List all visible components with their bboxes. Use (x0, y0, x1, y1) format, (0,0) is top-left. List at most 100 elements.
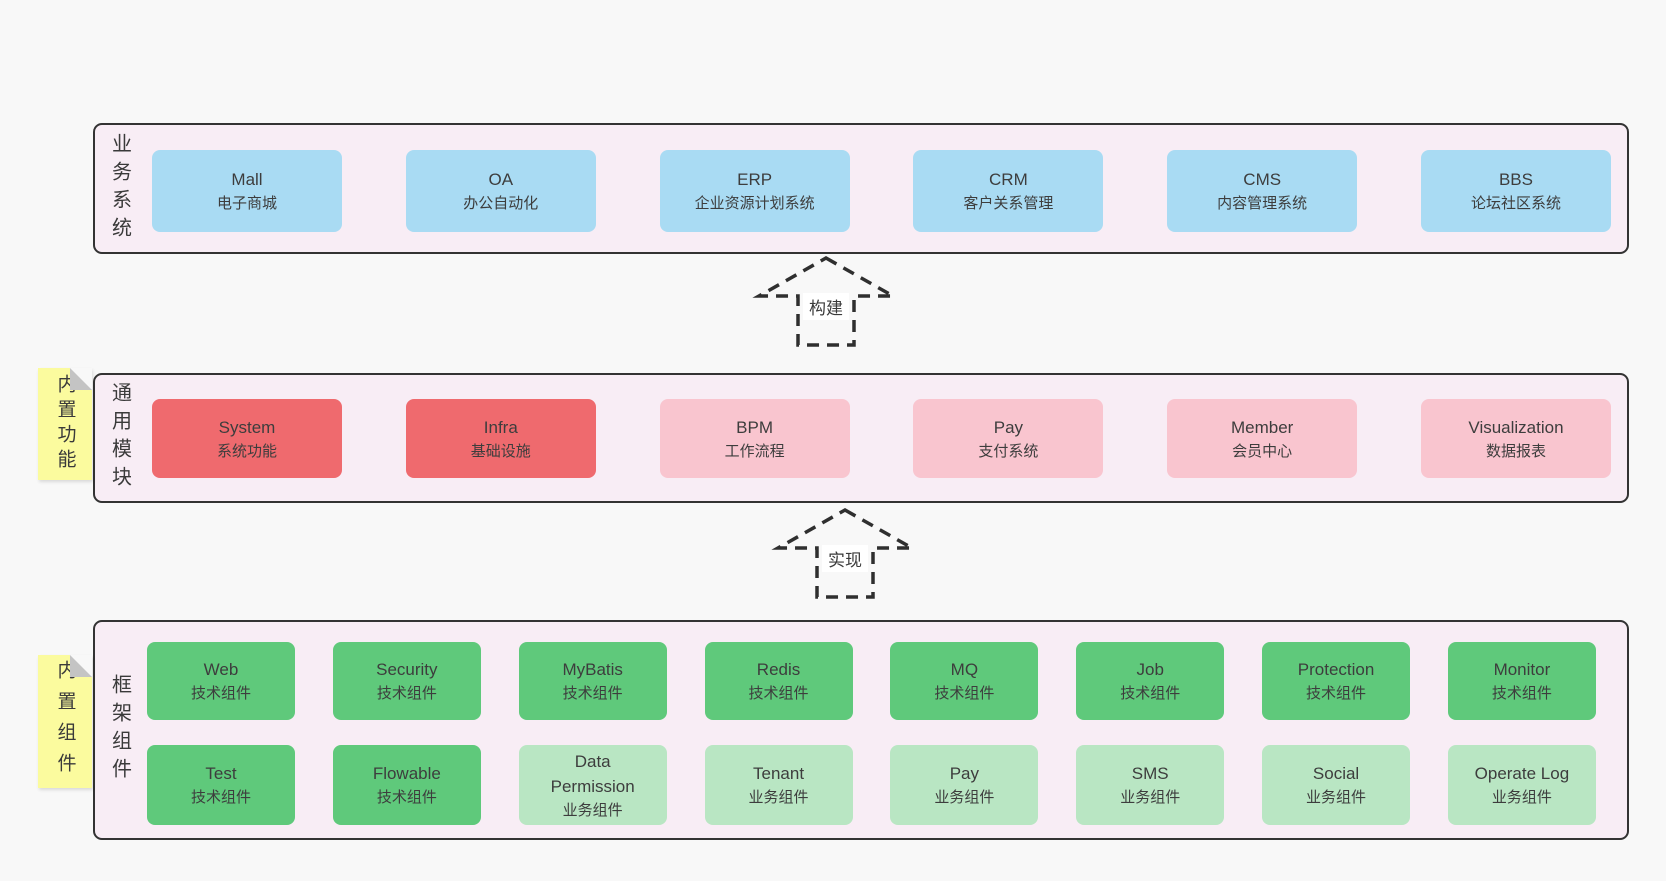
arrow-outline (771, 508, 919, 599)
module-desc: 业务组件 (748, 789, 809, 806)
module-desc: 技术组件 (748, 685, 809, 702)
module-box-data-permission: Data Permission 业务组件 (518, 745, 667, 825)
module-box-protection: Protection 技术组件 (1262, 642, 1411, 720)
module-box-system: System 系统功能 (152, 399, 342, 478)
module-desc: 技术组件 (1120, 685, 1181, 702)
business-systems-row: Mall 电子商城 OA 办公自动化 ERP 企业资源计划系统 CRM 客户关系管理 CMS 内容… (152, 150, 1611, 232)
module-name: Mall (231, 170, 263, 189)
module-name: Job (1136, 660, 1164, 679)
module-desc: 办公自动化 (463, 195, 539, 212)
module-name: Redis (756, 660, 801, 679)
module-desc: 会员中心 (1232, 442, 1293, 460)
dashed-up-arrow-icon (771, 508, 919, 599)
module-box-security: Security 技术组件 (332, 642, 481, 720)
band-label-common-modules: 通用模块 (108, 382, 131, 494)
module-box-redis: Redis 技术组件 (704, 642, 853, 720)
module-desc: 内容管理系统 (1217, 195, 1308, 212)
module-desc: 业务组件 (1491, 789, 1552, 806)
module-box-sms: SMS 业务组件 (1076, 745, 1225, 825)
module-box-mybatis: MyBatis 技术组件 (518, 642, 667, 720)
module-name: Tenant (753, 764, 805, 783)
module-box-mq: MQ 技术组件 (890, 642, 1039, 720)
module-box-tenant: Tenant 业务组件 (704, 745, 853, 825)
module-name: BPM (736, 417, 774, 437)
module-desc: 业务组件 (562, 801, 623, 819)
module-desc: 企业资源计划系统 (694, 195, 815, 212)
module-box-oa: OA 办公自动化 (405, 150, 596, 232)
module-desc: 业务组件 (934, 789, 995, 806)
module-desc: 基础设施 (470, 442, 531, 460)
module-desc: 技术组件 (376, 685, 437, 702)
build-arrow-label: 构建 (803, 293, 849, 320)
module-desc: 技术组件 (934, 685, 995, 702)
module-desc: 论坛社区系统 (1470, 195, 1561, 212)
band-label-framework-components: 框架组件 (108, 674, 131, 786)
module-name: Data Permission (550, 751, 635, 796)
module-desc: 电子商城 (216, 195, 277, 212)
module-desc: 技术组件 (1306, 685, 1367, 702)
module-box-cms: CMS 内容管理系统 (1167, 150, 1358, 232)
module-desc: 业务组件 (1306, 789, 1367, 806)
module-box-pay: Pay 支付系统 (913, 399, 1104, 478)
sticky-note-built-in-components-label: 内置组件 (54, 659, 76, 784)
module-name: Visualization (1468, 417, 1564, 437)
module-name: MyBatis (562, 660, 623, 679)
module-box-infra: Infra 基础设施 (405, 399, 596, 478)
module-box-social: Social 业务组件 (1262, 745, 1411, 825)
implement-arrow: 实现 (770, 508, 920, 600)
module-desc: 技术组件 (1491, 685, 1552, 702)
module-desc: 技术组件 (562, 685, 623, 702)
module-name: BBS (1498, 170, 1533, 189)
module-name: Pay (949, 764, 980, 783)
module-desc: 客户关系管理 (963, 195, 1054, 212)
module-name: Social (1312, 764, 1360, 783)
module-box-erp: ERP 企业资源计划系统 (659, 150, 850, 232)
band-business-systems: 业务系统 Mall 电子商城 OA 办公自动化 ERP 企业资源计划系统 CRM 客户关系管理… (93, 123, 1629, 254)
build-arrow: 构建 (751, 256, 901, 348)
module-box-crm: CRM 客户关系管理 (913, 150, 1104, 232)
module-box-mall: Mall 电子商城 (152, 150, 342, 232)
module-desc: 业务组件 (1120, 789, 1181, 806)
module-name: Pay (993, 417, 1024, 437)
dashed-up-arrow-icon (752, 256, 900, 347)
sticky-note-built-in-components: 内置组件 (38, 655, 92, 788)
module-desc: 系统功能 (216, 442, 277, 460)
module-name: Infra (483, 417, 518, 437)
module-name: CMS (1243, 170, 1282, 189)
module-name: Protection (1297, 660, 1375, 679)
module-name: OA (488, 170, 514, 189)
band-label-business-systems: 业务系统 (108, 132, 131, 245)
sticky-note-built-in-features: 内置功能 (38, 368, 92, 480)
module-name: SMS (1131, 764, 1169, 783)
module-name: MQ (950, 660, 979, 679)
module-name: ERP (737, 170, 773, 189)
module-box-pay: Pay 业务组件 (890, 745, 1039, 825)
module-name: CRM (989, 170, 1028, 189)
module-box-bbs: BBS 论坛社区系统 (1420, 150, 1611, 232)
module-desc: 支付系统 (978, 442, 1039, 460)
module-desc: 技术组件 (376, 789, 437, 806)
module-box-web: Web 技术组件 (147, 642, 295, 720)
module-desc: 技术组件 (190, 685, 251, 702)
module-name: Web (203, 660, 239, 679)
module-box-job: Job 技术组件 (1076, 642, 1225, 720)
module-name: Security (376, 660, 438, 679)
module-name: Monitor (1493, 660, 1551, 679)
arrow-outline (752, 256, 900, 347)
module-box-monitor: Monitor 技术组件 (1447, 642, 1596, 720)
implement-arrow-label: 实现 (822, 545, 868, 572)
module-name: System (218, 417, 276, 437)
module-desc: 技术组件 (190, 789, 251, 806)
module-name: Operate Log (1474, 764, 1570, 783)
sticky-note-built-in-features-label: 内置功能 (54, 374, 76, 474)
